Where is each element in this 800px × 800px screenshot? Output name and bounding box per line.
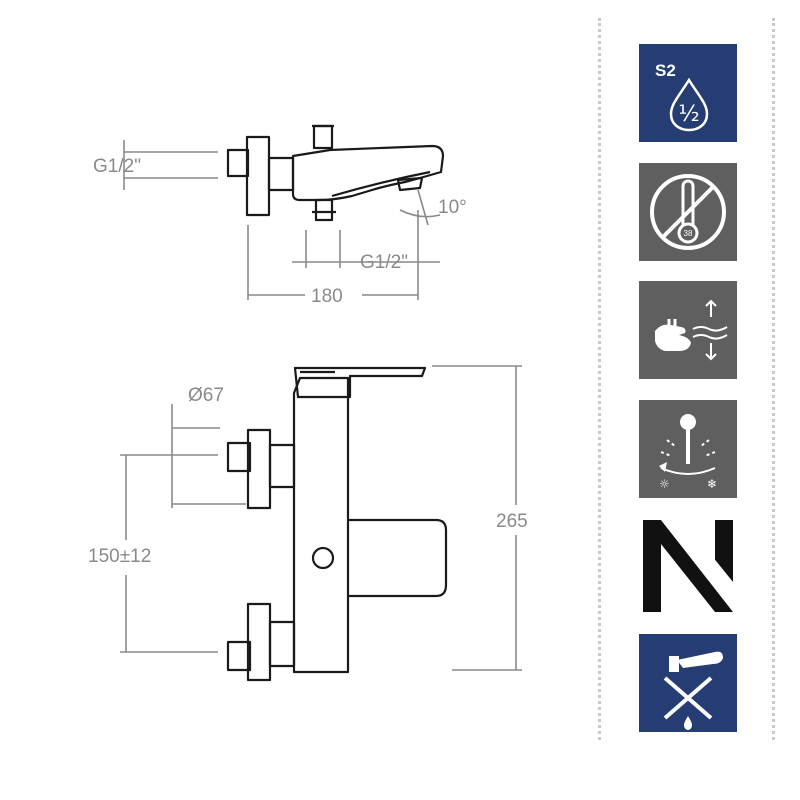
diameter-label: Ø67	[188, 385, 224, 406]
s2-label: S2	[655, 61, 676, 80]
width-label: 180	[311, 286, 343, 307]
dimension-lines	[120, 140, 522, 671]
temperature-value: 38	[684, 229, 693, 238]
icon-column-right-divider	[772, 18, 775, 740]
half-fraction-label: ½	[678, 102, 699, 127]
top-thread-label: G1/2"	[93, 156, 141, 177]
hand-flow-icon	[639, 281, 737, 379]
centers-label: 150±12	[88, 546, 151, 567]
svg-text:☼: ☼	[659, 477, 670, 491]
top-view	[226, 124, 445, 222]
bottom-thread-label: G1/2"	[360, 252, 408, 273]
no-thermostat-icon: 38	[639, 163, 737, 261]
svg-text:❄: ❄	[707, 477, 717, 491]
s2-half-inch-icon: S2 ½	[639, 44, 737, 142]
no-drip-spout-icon	[639, 634, 737, 732]
front-view	[226, 366, 448, 682]
angle-label: 10°	[438, 197, 467, 218]
height-label: 265	[496, 511, 528, 532]
hot-cold-shower-icon: ☼ ❄	[639, 400, 737, 498]
icon-column-left-divider	[598, 18, 601, 740]
n-brand-logo	[639, 516, 737, 614]
